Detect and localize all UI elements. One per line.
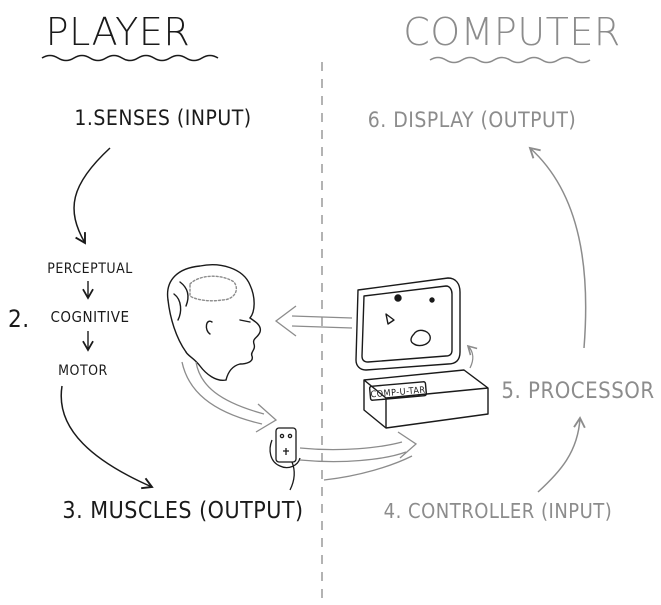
processor-label: 5. PROCESSOR [501, 379, 654, 404]
monitor-to-head-arrow [274, 305, 353, 337]
controller-to-processor-arrow [537, 416, 586, 493]
controller-to-computer-arrow [299, 431, 418, 481]
motor-to-muscles-arrow [60, 385, 154, 490]
player-title: PLAYER [46, 10, 191, 54]
muscles-label: 3. MUSCLES (OUTPUT) [62, 498, 303, 524]
computer-title: COMPUTER [403, 10, 621, 54]
processor-to-monitor-small-arrow [466, 344, 478, 369]
computer-processor-box-illustration [363, 369, 489, 429]
motor-label: MOTOR [58, 363, 108, 379]
computer-monitor-illustration [355, 277, 461, 371]
perceptual-label: PERCEPTUAL [47, 261, 133, 277]
computer-box-label: COMP-U-TAR [370, 386, 426, 401]
display-label: 6. DISPLAY (OUTPUT) [368, 108, 577, 132]
senses-label: 1.SENSES (INPUT) [74, 106, 251, 130]
controller-in-hand-illustration [269, 427, 301, 491]
cognitive-label: COGNITIVE [50, 308, 129, 326]
computer-title-squiggle [429, 56, 591, 64]
player-head-illustration [166, 264, 262, 381]
head-to-controller-arrow [181, 361, 278, 433]
controller-label: 4. CONTROLLER (INPUT) [384, 499, 613, 523]
processor-to-display-arrow [528, 146, 587, 349]
player-title-squiggle [41, 54, 219, 62]
senses-to-perceptual-arrow [73, 147, 111, 245]
cognitive-number: 2. [8, 305, 30, 333]
